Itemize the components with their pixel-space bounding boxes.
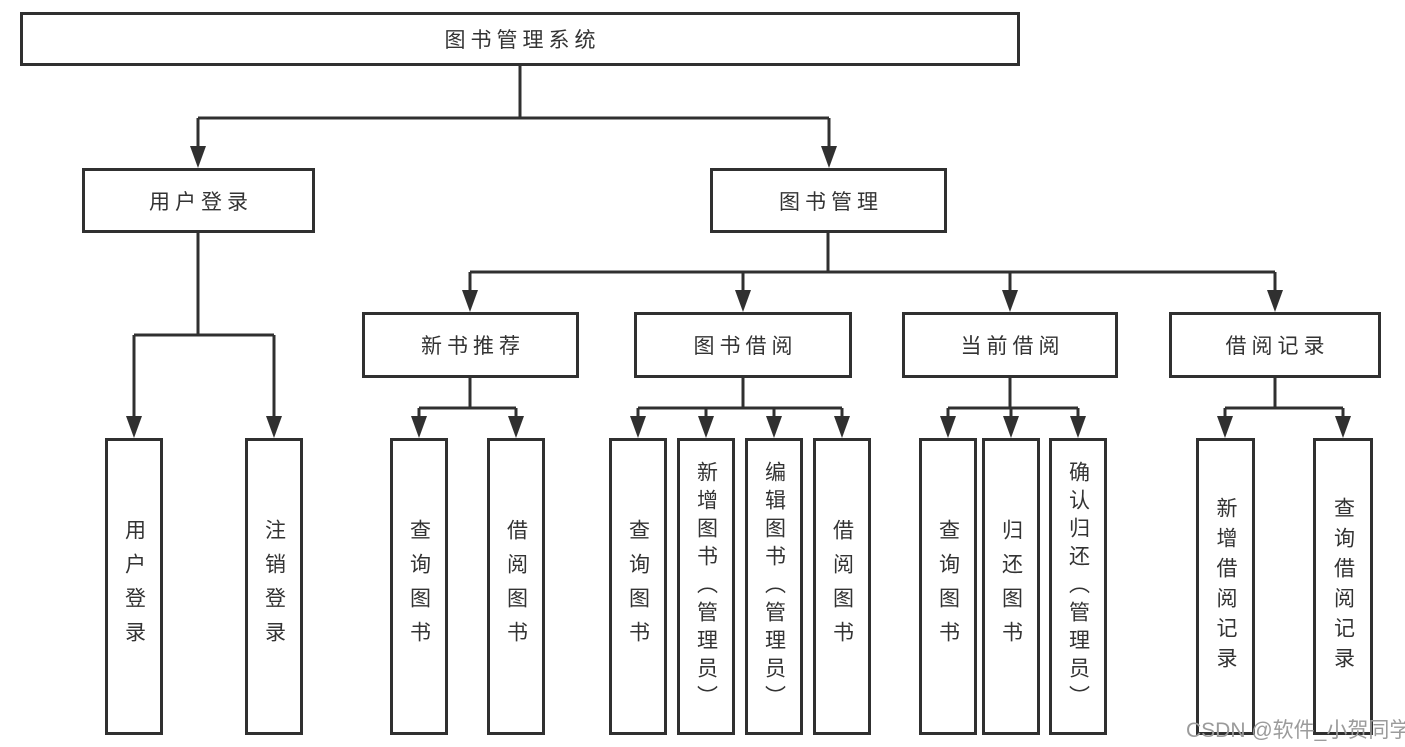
leaf-cb-query-book-label: 查询图书: [936, 518, 960, 655]
leaf-cb-query-book: 查询图书: [919, 438, 977, 735]
leaf-logout: 注销登录: [245, 438, 303, 735]
leaf-bb-borrow-book-label: 借阅图书: [830, 518, 854, 655]
connector-userlogin-to-leaves: [132, 233, 276, 420]
leaf-nb-query-book: 查询图书: [390, 438, 448, 735]
leaf-nb-borrow-book-label: 借阅图书: [504, 518, 528, 655]
leaf-nb-query-book-label: 查询图书: [407, 518, 431, 655]
connector-bookmgmt-to-level3: [468, 233, 1277, 294]
node-new-book-recommend: 新书推荐: [362, 312, 579, 378]
leaf-br-query-record: 查询借阅记录: [1313, 438, 1373, 735]
leaf-bb-edit-book-label: 编辑图书（管理员）: [762, 460, 786, 713]
node-current-borrow: 当前借阅: [902, 312, 1118, 378]
leaf-cb-confirm-return: 确认归还（管理员）: [1049, 438, 1107, 735]
node-current-borrow-label: 当前借阅: [960, 335, 1065, 358]
node-book-management: 图书管理: [710, 168, 947, 233]
leaf-bb-add-book-label: 新增图书（管理员）: [694, 460, 718, 713]
leaf-bb-add-book: 新增图书（管理员）: [677, 438, 735, 735]
node-book-borrow: 图书借阅: [634, 312, 852, 378]
node-borrow-record-label: 借阅记录: [1225, 335, 1330, 358]
leaf-br-add-record: 新增借阅记录: [1196, 438, 1255, 735]
leaf-user-login: 用户登录: [105, 438, 163, 735]
leaf-cb-return-book-label: 归还图书: [999, 518, 1023, 655]
leaf-bb-edit-book: 编辑图书（管理员）: [745, 438, 803, 735]
connector-borrowrecord-to-leaves: [1223, 378, 1345, 420]
connector-root-to-level2: [196, 66, 831, 150]
node-root: 图书管理系统: [20, 12, 1020, 66]
csdn-watermark: CSDN @软件_小贺同学: [1186, 719, 1405, 742]
node-new-book-recommend-label: 新书推荐: [421, 335, 525, 358]
leaf-nb-borrow-book: 借阅图书: [487, 438, 545, 735]
node-book-borrow-label: 图书借阅: [693, 335, 798, 358]
leaf-bb-query-book-label: 查询图书: [626, 518, 650, 655]
leaf-br-add-record-label: 新增借阅记录: [1214, 496, 1237, 677]
leaf-user-login-label: 用户登录: [122, 518, 146, 655]
arrowheads: [126, 146, 1351, 438]
leaf-bb-borrow-book: 借阅图书: [813, 438, 871, 735]
leaf-br-query-record-label: 查询借阅记录: [1331, 496, 1355, 677]
node-user-login: 用户登录: [82, 168, 315, 233]
node-user-login-label: 用户登录: [149, 190, 253, 214]
connector-bookborrow-to-leaves: [636, 378, 844, 420]
leaf-bb-query-book: 查询图书: [609, 438, 667, 735]
connector-currentborrow-to-leaves: [946, 378, 1080, 420]
leaf-cb-return-book: 归还图书: [982, 438, 1040, 735]
leaf-logout-label: 注销登录: [262, 518, 286, 655]
leaf-cb-confirm-return-label: 确认归还（管理员）: [1066, 460, 1090, 713]
node-book-management-label: 图书管理: [779, 190, 883, 214]
node-root-label: 图书管理系统: [444, 29, 601, 52]
node-borrow-record: 借阅记录: [1169, 312, 1381, 378]
connector-newbook-to-leaves: [417, 378, 518, 420]
